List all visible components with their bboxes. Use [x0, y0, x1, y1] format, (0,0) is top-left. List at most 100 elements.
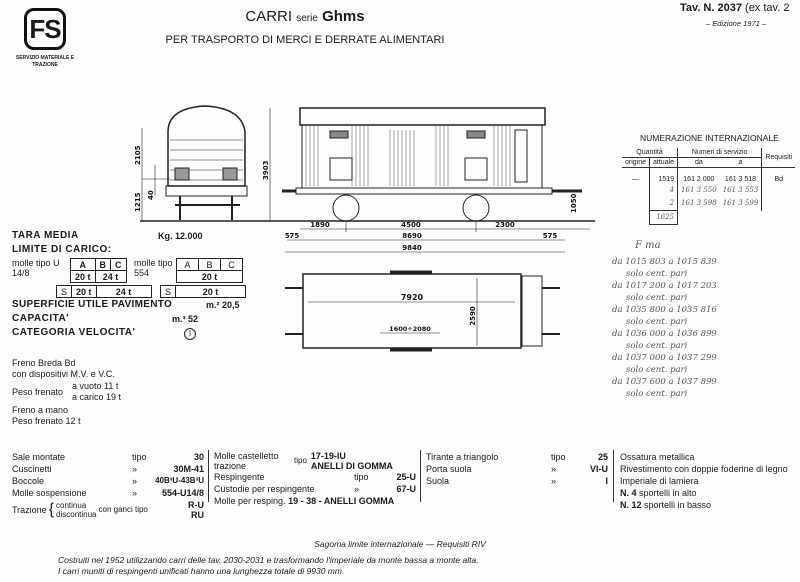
tav-ex: (ex tav. 2	[745, 2, 790, 14]
construction-note: Costruiti nel 1952 utilizzando carri del…	[58, 555, 479, 565]
spec-value: 19 - 38 - ANELLI GOMMA	[288, 496, 395, 506]
spec-value: 25-U	[396, 472, 416, 482]
hw-line: da 1015 803 a 1015 839	[612, 257, 717, 267]
brake-line-2: con dispositivi M.V. e V.C.	[12, 369, 115, 379]
spec-row: Boccole » 40B³U-43B³U	[12, 475, 204, 487]
spec-label: Boccole	[12, 476, 45, 486]
dim-2105: 2105	[134, 145, 142, 165]
handwritten-notes: da 1015 803 a 1015 839 solo cent. pari da…	[612, 256, 717, 400]
spec-type: »	[551, 464, 557, 474]
plan-view	[285, 270, 560, 352]
cell: 161 3 553	[722, 186, 759, 194]
cell: Bd	[761, 167, 796, 184]
hand-brake-weight: Peso frenato 12 t	[12, 416, 81, 426]
spec-label: Respingente	[214, 472, 265, 482]
capacita-value: m.³ 52	[172, 314, 199, 324]
spec-type: »	[132, 464, 138, 474]
spec-value: 554-U14/8	[161, 488, 204, 498]
superficie-label: SUPERFICIE UTILE PAVIMENTO	[12, 299, 173, 310]
dim-4500: 4500	[401, 221, 421, 229]
t2-label: molle tipo 554	[134, 258, 173, 278]
cell: A	[176, 258, 199, 271]
spec-label: Molle sospensione	[12, 488, 87, 498]
title-carri: CARRI	[245, 8, 293, 25]
h-origine: origine	[622, 157, 650, 168]
spec-value: 30	[193, 452, 204, 462]
spec-value: 40B³U-43B³U	[155, 476, 204, 485]
cell: 24 t	[94, 270, 127, 283]
hand-brake: Freno a mano	[12, 405, 69, 415]
hw-line: da 1035 800 a 1035 816	[612, 305, 717, 315]
spec-row: Molle per resping. 19 - 38 - ANELLI GOMM…	[214, 495, 416, 507]
tav-number: Tav. N. 2037	[680, 2, 742, 14]
cell: 20 t	[71, 285, 97, 298]
spec-type: »	[132, 476, 138, 486]
spec-value: 30M-41	[173, 464, 204, 474]
spec-value: VI-U	[590, 464, 608, 474]
spec-type: »	[132, 488, 138, 498]
spec-label: Tirante a triangolo	[426, 452, 499, 462]
h-quantita: Quantità	[622, 148, 678, 158]
dim-1215: 1215	[134, 192, 142, 212]
h-requisiti: Requisiti	[761, 148, 796, 168]
spec-type: »	[354, 484, 360, 494]
trazione-v1: R-U	[188, 500, 204, 510]
page-subtitle: PER TRASPORTO DI MERCI E DERRATE ALIMENT…	[165, 34, 445, 46]
spec-label: Custodie per respingente	[214, 484, 315, 494]
fs-logo: FS	[24, 8, 66, 50]
dim-7920: 7920	[401, 293, 424, 302]
side-view	[282, 107, 582, 222]
cell: S	[55, 285, 73, 298]
trazione-b: discontinua	[56, 510, 97, 519]
dim-door: 1600÷2080	[389, 325, 431, 333]
title-series-code: Ghms	[322, 8, 365, 25]
spec-row: Cuscinetti » 30M-41	[12, 463, 204, 475]
spec-line: Imperiale di lamiera	[620, 476, 699, 486]
cell: 2	[649, 197, 678, 211]
hw-line: solo cent. pari	[626, 317, 688, 327]
dim-2590: 2590	[469, 306, 477, 326]
dim-40: 40	[147, 190, 155, 200]
brake-weight-empty: a vuoto 11 t	[72, 381, 119, 391]
h-da: da	[677, 157, 720, 168]
buffer-note: I carri muniti di respingenti unificati …	[58, 566, 345, 576]
spec-row: Suola»I	[426, 475, 608, 487]
dim-2300: 2300	[495, 221, 515, 229]
spec-label: Porta suola	[426, 464, 472, 474]
hw-title: F ma	[635, 240, 661, 251]
t1-label: molle tipo U 14/8	[12, 258, 60, 278]
cell: C	[110, 258, 127, 271]
spec-count: N. 4	[620, 488, 637, 498]
spec-row: Molle sospensione » 554-U14/8	[12, 487, 204, 499]
spec-label: Molle per resping.	[214, 496, 286, 506]
categoria-label: CATEGORIA VELOCITA'	[12, 327, 136, 338]
wagon-drawing: 2105 1215 40 3903 1050 1890 4500 2300 57…	[134, 105, 595, 352]
cell: A	[70, 258, 96, 271]
sagoma-note: Sagoma limite internazionale — Requisiti…	[314, 539, 486, 549]
hw-line: da 1036 000 a 1036 899	[612, 329, 717, 339]
hw-line: solo cent. pari	[626, 389, 688, 399]
tara-value: Kg. 12.000	[158, 231, 203, 241]
dim-1050: 1050	[570, 193, 578, 213]
categoria-value: I	[184, 328, 196, 340]
cell: 161 3 518	[724, 176, 757, 183]
spec-value: ANELLI DI GOMMA	[310, 461, 393, 471]
cell: 161 2 000	[677, 167, 720, 184]
spec-value: I	[605, 476, 608, 486]
spec-label: Cuscinetti	[12, 464, 52, 474]
cell: S	[159, 285, 177, 298]
logo-subtitle: SERVIZIO MATERIALE E TRAZIONE	[15, 55, 75, 68]
cell: 161 3 599	[722, 199, 759, 208]
trazione-a: continua	[56, 501, 87, 510]
spec-label: Trazione	[12, 505, 47, 515]
